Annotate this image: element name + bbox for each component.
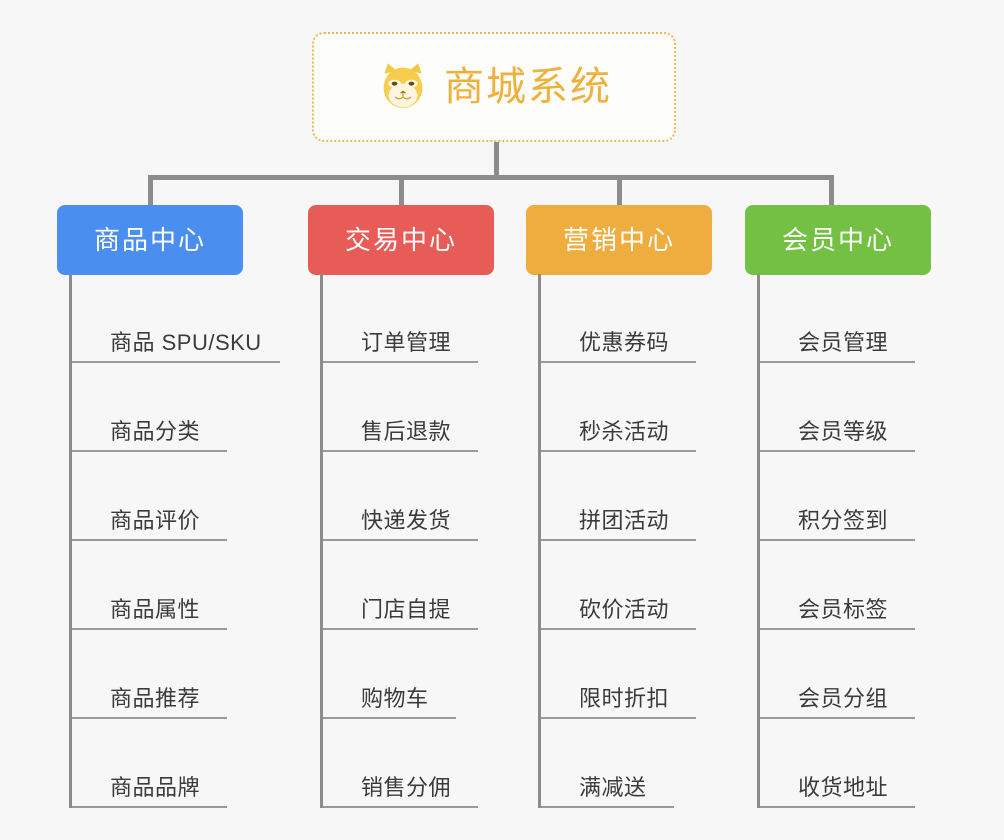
root-node[interactable]: 商城系统 bbox=[312, 32, 676, 142]
list-item[interactable]: 商品属性 bbox=[72, 541, 262, 630]
leaf-underline bbox=[541, 539, 696, 541]
leaf-label: 订单管理 bbox=[361, 330, 452, 355]
leaf-column-0: 商品 SPU/SKU 商品分类 商品评价 商品属性 商品推荐 商品品牌 bbox=[69, 274, 280, 808]
category-box-0[interactable]: 商品中心 bbox=[57, 205, 243, 275]
root-title: 商城系统 bbox=[444, 65, 612, 109]
category-box-2[interactable]: 营销中心 bbox=[526, 205, 712, 275]
leaf-underline bbox=[72, 717, 227, 719]
leaf-label: 限时折扣 bbox=[579, 686, 670, 711]
list-item[interactable]: 门店自提 bbox=[323, 541, 478, 630]
leaf-underline bbox=[72, 450, 227, 452]
leaf-label: 收货地址 bbox=[798, 775, 889, 800]
list-item[interactable]: 收货地址 bbox=[760, 719, 915, 808]
leaf-column-3: 会员管理 会员等级 积分签到 会员标签 会员分组 收货地址 bbox=[757, 274, 915, 808]
drop-connector-3 bbox=[617, 175, 622, 211]
leaf-column-1: 订单管理 售后退款 快递发货 门店自提 购物车 销售分佣 bbox=[320, 274, 478, 808]
leaf-label: 售后退款 bbox=[361, 419, 452, 444]
leaf-underline bbox=[323, 806, 478, 808]
list-item[interactable]: 快递发货 bbox=[323, 452, 478, 541]
leaf-label: 优惠券码 bbox=[579, 330, 670, 355]
list-item[interactable]: 秒杀活动 bbox=[541, 363, 696, 452]
list-item[interactable]: 商品分类 bbox=[72, 363, 262, 452]
leaf-label: 快递发货 bbox=[361, 508, 452, 533]
leaf-underline bbox=[760, 628, 915, 630]
leaf-label: 会员管理 bbox=[798, 330, 889, 355]
leaf-label: 满减送 bbox=[579, 775, 647, 800]
leaf-underline bbox=[323, 361, 478, 363]
leaf-underline bbox=[541, 717, 696, 719]
leaf-label: 门店自提 bbox=[361, 597, 452, 622]
leaf-underline bbox=[323, 628, 478, 630]
shiba-dog-face-icon bbox=[376, 60, 430, 114]
list-item[interactable]: 会员等级 bbox=[760, 363, 915, 452]
list-item[interactable]: 商品评价 bbox=[72, 452, 262, 541]
list-item[interactable]: 满减送 bbox=[541, 719, 674, 808]
root-trunk-connector bbox=[494, 142, 499, 179]
leaf-underline bbox=[72, 806, 227, 808]
leaf-underline bbox=[541, 450, 696, 452]
leaf-label: 商品品牌 bbox=[110, 775, 201, 800]
leaf-underline bbox=[760, 361, 915, 363]
leaf-underline bbox=[541, 628, 696, 630]
list-item[interactable]: 会员标签 bbox=[760, 541, 915, 630]
leaf-underline bbox=[760, 806, 915, 808]
leaf-label: 积分签到 bbox=[798, 508, 889, 533]
list-item[interactable]: 会员管理 bbox=[760, 274, 915, 363]
list-item[interactable]: 售后退款 bbox=[323, 363, 478, 452]
list-item[interactable]: 销售分佣 bbox=[323, 719, 478, 808]
leaf-label: 商品评价 bbox=[110, 508, 201, 533]
list-item[interactable]: 优惠券码 bbox=[541, 274, 696, 363]
leaf-underline bbox=[541, 806, 674, 808]
list-item[interactable]: 购物车 bbox=[323, 630, 456, 719]
list-item[interactable]: 订单管理 bbox=[323, 274, 478, 363]
leaf-column-2: 优惠券码 秒杀活动 拼团活动 砍价活动 限时折扣 满减送 bbox=[538, 274, 696, 808]
drop-connector-2 bbox=[399, 175, 404, 211]
leaf-label: 砍价活动 bbox=[579, 597, 670, 622]
leaf-label: 商品分类 bbox=[110, 419, 201, 444]
leaf-underline bbox=[323, 450, 478, 452]
leaf-underline bbox=[323, 717, 456, 719]
drop-connector-1 bbox=[148, 175, 153, 211]
leaf-underline bbox=[760, 539, 915, 541]
leaf-label: 购物车 bbox=[361, 686, 429, 711]
leaf-label: 商品属性 bbox=[110, 597, 201, 622]
leaf-label: 销售分佣 bbox=[361, 775, 452, 800]
list-item[interactable]: 商品品牌 bbox=[72, 719, 262, 808]
drop-connector-4 bbox=[829, 175, 834, 211]
category-box-1[interactable]: 交易中心 bbox=[308, 205, 494, 275]
list-item[interactable]: 积分签到 bbox=[760, 452, 915, 541]
leaf-underline bbox=[323, 539, 478, 541]
category-label-2: 营销中心 bbox=[562, 225, 675, 255]
list-item[interactable]: 拼团活动 bbox=[541, 452, 696, 541]
category-label-0: 商品中心 bbox=[93, 225, 206, 255]
category-label-3: 会员中心 bbox=[781, 225, 894, 255]
leaf-label: 拼团活动 bbox=[579, 508, 670, 533]
leaf-label: 商品 SPU/SKU bbox=[110, 330, 262, 355]
category-horizontal-bar bbox=[148, 175, 834, 180]
leaf-underline bbox=[72, 628, 227, 630]
leaf-underline bbox=[72, 361, 280, 363]
leaf-label: 商品推荐 bbox=[110, 686, 201, 711]
leaf-underline bbox=[760, 717, 915, 719]
leaf-label: 会员分组 bbox=[798, 686, 889, 711]
list-item[interactable]: 商品推荐 bbox=[72, 630, 262, 719]
list-item[interactable]: 限时折扣 bbox=[541, 630, 696, 719]
leaf-underline bbox=[760, 450, 915, 452]
category-label-1: 交易中心 bbox=[344, 225, 457, 255]
list-item[interactable]: 砍价活动 bbox=[541, 541, 696, 630]
category-box-3[interactable]: 会员中心 bbox=[745, 205, 931, 275]
leaf-label: 会员等级 bbox=[798, 419, 889, 444]
leaf-label: 秒杀活动 bbox=[579, 419, 670, 444]
leaf-underline bbox=[541, 361, 696, 363]
leaf-label: 会员标签 bbox=[798, 597, 889, 622]
list-item[interactable]: 会员分组 bbox=[760, 630, 915, 719]
list-item[interactable]: 商品 SPU/SKU bbox=[72, 274, 280, 363]
leaf-underline bbox=[72, 539, 227, 541]
